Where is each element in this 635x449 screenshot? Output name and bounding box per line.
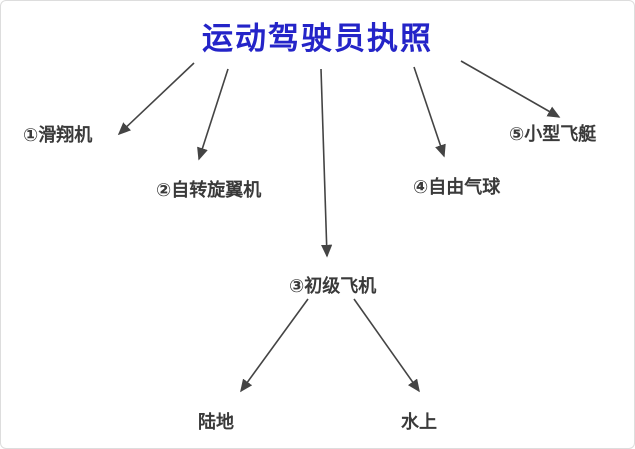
node-gyroplane: ②自转旋翼机 bbox=[156, 180, 262, 201]
arrow-title-to-glider bbox=[117, 62, 195, 136]
node-free-balloon: ④自由气球 bbox=[413, 177, 501, 198]
node-small-airship: ⑤小型飞艇 bbox=[509, 124, 597, 145]
arrow-title-to-small-airship bbox=[460, 60, 561, 118]
diagram-title: 运动驾驶员执照 bbox=[202, 21, 433, 57]
arrow-title-to-free-balloon bbox=[413, 66, 446, 158]
node-land: 陆地 bbox=[198, 412, 234, 433]
arrow-primary-to-water bbox=[353, 298, 420, 393]
node-water: 水上 bbox=[401, 412, 437, 433]
arrow-title-to-gyroplane bbox=[197, 68, 229, 161]
arrow-primary-to-land bbox=[240, 298, 309, 393]
node-glider: ①滑翔机 bbox=[23, 125, 93, 146]
arrow-title-to-primary-aircraft bbox=[320, 68, 333, 258]
node-primary-aircraft: ③初级飞机 bbox=[289, 276, 377, 297]
